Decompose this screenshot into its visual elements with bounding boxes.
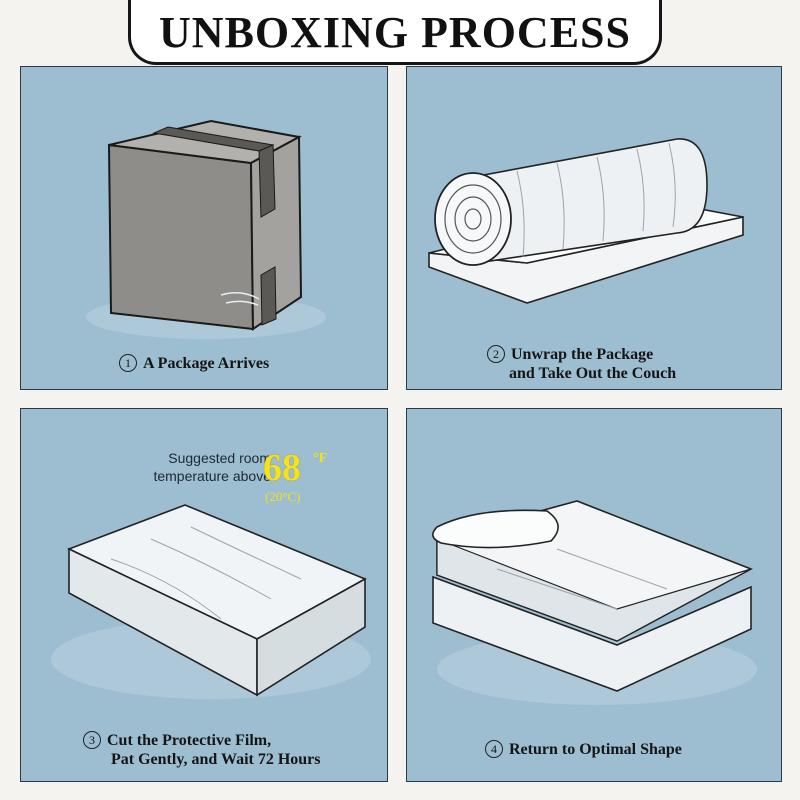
temperature-note: Suggested room temperature above [121,449,271,485]
step-2-caption: 2 Unwrap the Package and Take Out the Cou… [487,345,676,383]
page-title: UNBOXING PROCESS [159,7,631,57]
step-4-panel: 4 Return to Optimal Shape [406,408,782,782]
step-3-text-line2: Pat Gently, and Wait 72 Hours [111,751,321,769]
step-3-caption: 3 Cut the Protective Film, Pat Gently, an… [83,731,321,769]
step-number-badge: 3 [83,731,101,750]
temperature-label-line2: temperature above [153,468,271,484]
title-banner: UNBOXING PROCESS [128,0,662,65]
step-2-text-line1: Unwrap the Package [511,346,654,363]
step-1-text: A Package Arrives [143,355,270,372]
temperature-label-line1: Suggested room [168,450,271,466]
step-2-text-line2: and Take Out the Couch [509,365,677,383]
rolled-couch-illustration [428,138,744,304]
expanded-couch-bed-illustration [432,500,757,705]
step-4-text: Return to Optimal Shape [509,741,682,758]
step-1-caption: 1 A Package Arrives [119,354,269,373]
step-number-badge: 1 [119,354,137,373]
step-3-text-line1: Cut the Protective Film, [107,732,272,749]
step-3-panel: Suggested room temperature above 68 °F (… [20,408,388,782]
temperature-celsius: (20°C) [265,489,301,504]
temperature-unit: °F [313,451,328,466]
step-2-panel: 2 Unwrap the Package and Take Out the Cou… [406,66,782,390]
temperature-value: 68 [263,447,301,489]
step-number-badge: 4 [485,740,503,759]
step-4-caption: 4 Return to Optimal Shape [485,740,682,759]
step-number-badge: 2 [487,345,505,364]
step-1-panel: 1 A Package Arrives [20,66,388,390]
wrapped-mattress-illustration [51,504,371,699]
cardboard-box-illustration [86,119,326,339]
